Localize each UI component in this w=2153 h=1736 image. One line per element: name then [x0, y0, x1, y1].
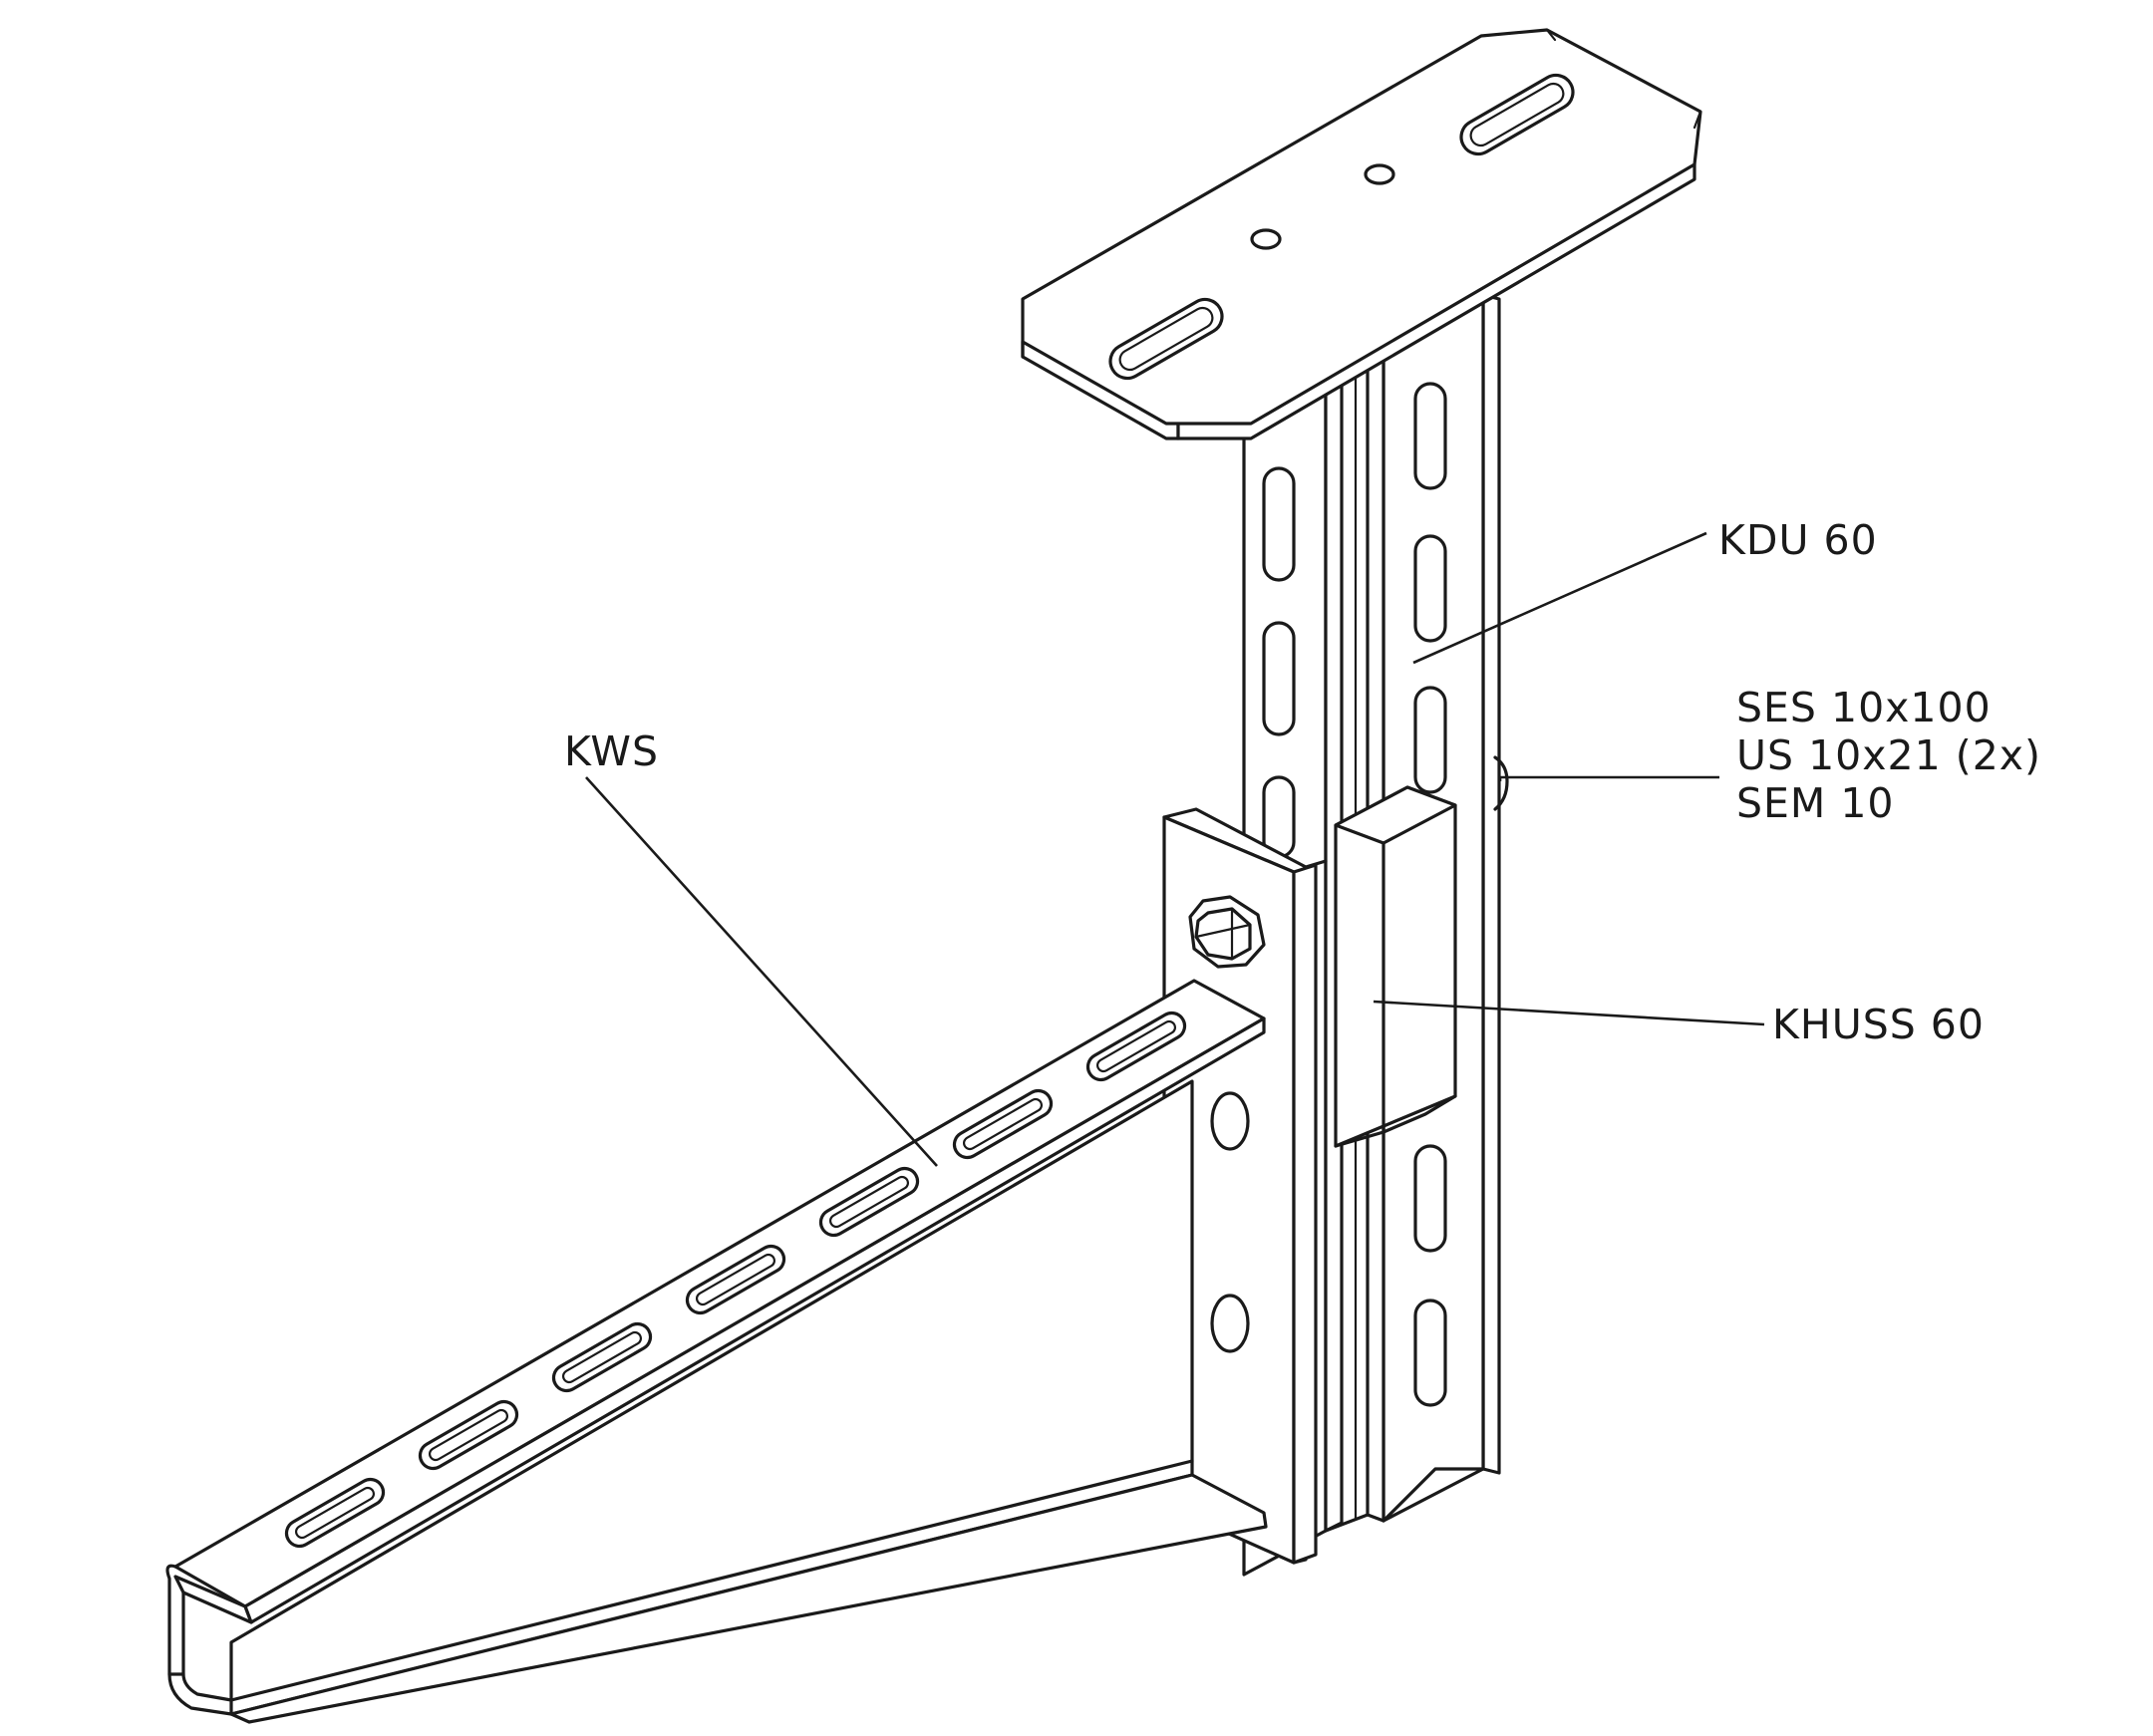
leader-kdu [1412, 531, 1707, 665]
arm-slots [284, 1011, 1187, 1549]
top-plate [1021, 28, 1702, 440]
flange-slots [1262, 466, 1296, 859]
label-kws: KWS [564, 727, 659, 775]
web-slots [1413, 382, 1447, 1407]
label-kdu: KDU 60 [1718, 516, 1878, 564]
khuss-clamp [1334, 755, 1509, 1148]
label-sem: SEM 10 [1736, 779, 1895, 827]
label-khuss: KHUSS 60 [1772, 1001, 1985, 1048]
leader-kws [585, 776, 938, 1167]
leader-ses [1498, 775, 1719, 781]
leader-khuss [1373, 1000, 1765, 1026]
label-us: US 10x21 (2x) [1736, 731, 2041, 779]
leader-lines [585, 531, 1765, 1167]
hex-bolt [1188, 895, 1266, 969]
kws-arm [165, 807, 1328, 1724]
label-ses: SES 10x100 [1736, 684, 1992, 731]
